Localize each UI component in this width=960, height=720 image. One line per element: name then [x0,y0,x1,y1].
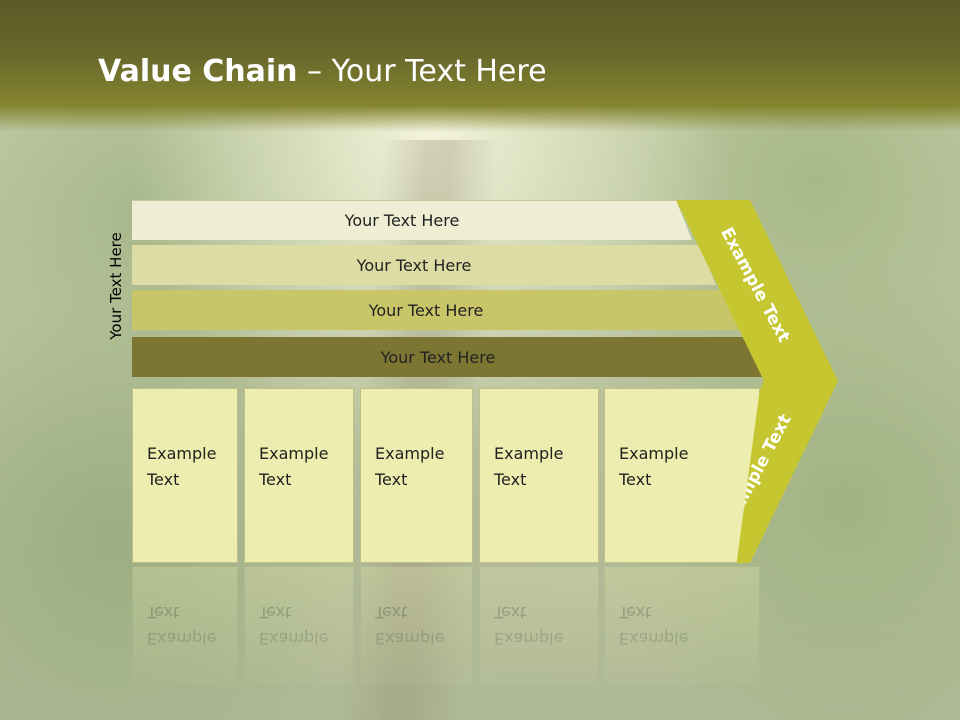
title-rest: – Your Text Here [297,54,547,89]
support-bar-2: Your Text Here [132,245,716,285]
reflection-box: Example Text [360,566,473,686]
reflection-text: Example Text [619,603,689,648]
reflection-box: Example Text [132,566,238,686]
title-banner [0,0,960,132]
boxes-reflection: Example Text Example Text Example Text E… [0,566,960,720]
title-bold: Value Chain [98,54,298,89]
activity-box-1: Example Text [132,388,238,563]
support-bar-4: Your Text Here [132,337,764,377]
activity-box-4: Example Text [479,388,599,563]
support-bar-label: Your Text Here [344,211,460,230]
reflection-box: Example Text [604,566,760,686]
reflection-text: Example Text [147,603,217,648]
reflection-text: Example Text [259,603,329,648]
reflection-text: Example Text [375,603,445,648]
slide-title: Value Chain – Your Text Here [98,54,547,89]
side-label: Your Text Here [107,232,125,340]
activity-box-3: Example Text [360,388,473,563]
reflection-box: Example Text [244,566,354,686]
support-bar-label: Your Text Here [380,347,496,367]
support-bar-1: Your Text Here [132,200,692,240]
support-bar-label: Your Text Here [368,300,484,320]
activity-box-2: Example Text [244,388,354,563]
support-bar-label: Your Text Here [356,255,472,275]
activity-box-5: Example Text [604,388,760,563]
reflection-box: Example Text [479,566,599,686]
reflection-text: Example Text [494,603,564,648]
support-bar-3: Your Text Here [132,290,740,330]
